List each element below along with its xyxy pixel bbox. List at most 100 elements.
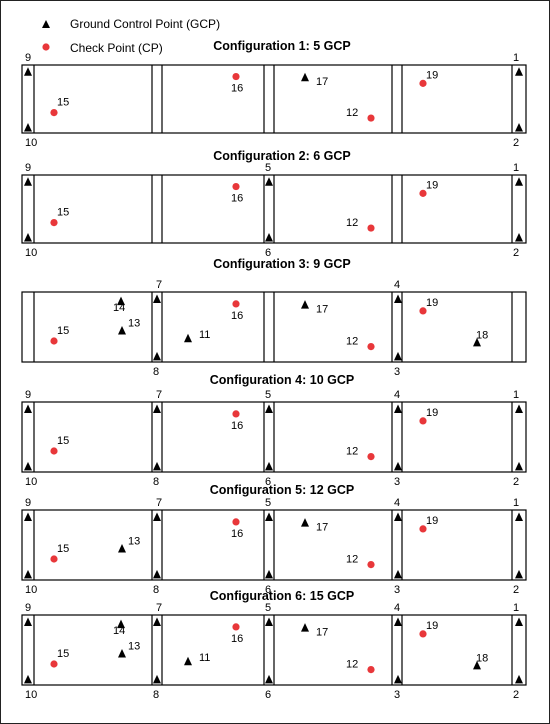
- config-6-gcp-8-triangle-icon: [153, 674, 161, 684]
- config-2-cp-19-label: 19: [426, 179, 438, 191]
- config-5-gcp-4-label: 4: [394, 497, 400, 509]
- config-4-gcp-10-triangle-icon: [24, 461, 32, 471]
- gcp-legend-label: Ground Control Point (GCP): [70, 17, 220, 31]
- config-6-gcp-9-label: 9: [25, 602, 31, 614]
- config-6-gcp-6-label: 6: [265, 689, 271, 701]
- config-4-gcp-4-label: 4: [394, 389, 400, 401]
- config-5-gcp-1-triangle-icon: [515, 512, 523, 521]
- config-3-gcp-8-label: 8: [153, 366, 159, 378]
- config-6-gcp-13-label: 13: [128, 641, 140, 653]
- config-6-gcp-6-triangle-icon: [265, 674, 273, 684]
- config-6-cp-16-label: 16: [231, 633, 243, 645]
- config-4-gcp-1-label: 1: [513, 389, 519, 401]
- config-3-gcp-17-triangle-icon: [301, 300, 309, 309]
- config-6-gcp-4-triangle-icon: [394, 617, 402, 626]
- config-5-gcp-6-triangle-icon: [265, 569, 273, 579]
- config-1-cp-12-label: 12: [346, 107, 358, 119]
- config-1-cp-15-label: 15: [57, 97, 69, 109]
- config-2-gcp-2-triangle-icon: [515, 233, 523, 242]
- config-4-title: Configuration 4: 10 GCP: [210, 373, 354, 387]
- config-3-gcp-3-triangle-icon: [394, 351, 402, 361]
- config-2-gcp-6-label: 6: [265, 247, 271, 259]
- config-4-gcp-8-label: 8: [153, 476, 159, 488]
- config-6-cp-19-label: 19: [426, 620, 438, 632]
- config-5-gcp-4-triangle-icon: [394, 512, 402, 521]
- config-4-cp-12-circle-icon: [367, 453, 375, 461]
- config-6-gcp-14-triangle-icon: [117, 619, 125, 629]
- config-2-gcp-6-triangle-icon: [265, 233, 273, 242]
- config-6-gcp-11-label: 11: [199, 652, 210, 664]
- config-1-gcp-2-triangle-icon: [515, 123, 523, 132]
- config-3-cp-12-label: 12: [346, 336, 358, 348]
- config-4-cp-12-label: 12: [346, 446, 358, 458]
- config-5-cp-16-circle-icon: [232, 518, 240, 526]
- config-2-gcp-9-triangle-icon: [24, 177, 32, 186]
- config-5-gcp-13-triangle-icon: [118, 544, 126, 553]
- config-2-gcp-2-label: 2: [513, 247, 519, 259]
- config-6-gcp-11-triangle-icon: [184, 656, 192, 666]
- config-6-gcp-5-label: 5: [265, 602, 271, 614]
- config-6-gcp-3-triangle-icon: [394, 674, 402, 684]
- config-3-gcp-17-label: 17: [316, 304, 328, 316]
- config-3-gcp-8-triangle-icon: [153, 351, 161, 361]
- cp-legend-label: Check Point (CP): [70, 41, 163, 55]
- config-6-gcp-17-label: 17: [316, 627, 328, 639]
- config-3-gcp-11-triangle-icon: [184, 333, 192, 343]
- config-5-gcp-3-label: 3: [394, 584, 400, 596]
- config-5-cp-19-circle-icon: [419, 525, 427, 533]
- config-6-gcp-13-triangle-icon: [118, 649, 126, 658]
- config-1-gcp-9-triangle-icon: [24, 67, 32, 76]
- config-3-gcp-13-triangle-icon: [118, 326, 126, 335]
- config-2-gcp-1-triangle-icon: [515, 177, 523, 186]
- config-6-gcp-10-triangle-icon: [24, 674, 32, 684]
- config-2-title: Configuration 2: 6 GCP: [213, 149, 351, 163]
- config-4-gcp-7-triangle-icon: [153, 404, 161, 413]
- config-6-gcp-17-triangle-icon: [301, 623, 309, 632]
- config-6-gcp-9-triangle-icon: [24, 617, 32, 626]
- config-4-gcp-6-label: 6: [265, 476, 271, 488]
- config-5-gcp-3-triangle-icon: [394, 569, 402, 579]
- config-6-gcp-1-triangle-icon: [515, 617, 523, 626]
- config-2-cp-12-label: 12: [346, 217, 358, 229]
- config-4-gcp-1-triangle-icon: [515, 404, 523, 413]
- config-5-cp-15-label: 15: [57, 543, 69, 555]
- config-3-gcp-7-triangle-icon: [153, 294, 161, 303]
- config-1-gcp-2-label: 2: [513, 137, 519, 149]
- config-5-gcp-9-label: 9: [25, 497, 31, 509]
- config-5-gcp-1-label: 1: [513, 497, 519, 509]
- config-1-gcp-9-label: 9: [25, 52, 31, 64]
- cp-legend-circle-icon: [42, 43, 50, 51]
- config-6-cp-12-label: 12: [346, 659, 358, 671]
- config-2-cp-16-circle-icon: [232, 182, 240, 191]
- config-2-gcp-9-label: 9: [25, 162, 31, 174]
- config-4-gcp-3-label: 3: [394, 476, 400, 488]
- config-5-gcp-6-label: 6: [265, 584, 271, 596]
- config-4-gcp-3-triangle-icon: [394, 461, 402, 471]
- config-6-gcp-18-label: 18: [476, 652, 488, 664]
- config-4-gcp-4-triangle-icon: [394, 404, 402, 413]
- config-6-gcp-2-label: 2: [513, 689, 519, 701]
- config-2-gcp-10-triangle-icon: [24, 233, 32, 242]
- config-1-gcp-17-label: 17: [316, 76, 328, 88]
- config-6-cp-16-circle-icon: [232, 623, 240, 631]
- config-3-gcp-14-label: 14: [113, 302, 125, 314]
- config-5-gcp-2-label: 2: [513, 584, 519, 596]
- config-1-cp-12-circle-icon: [367, 114, 375, 122]
- config-5-gcp-8-label: 8: [153, 584, 159, 596]
- config-2-gcp-5-label: 5: [265, 162, 271, 174]
- config-5-gcp-5-triangle-icon: [265, 512, 273, 521]
- config-3-cp-19-label: 19: [426, 297, 438, 309]
- config-1-title: Configuration 1: 5 GCP: [213, 39, 351, 53]
- config-5-gcp-10-triangle-icon: [24, 569, 32, 579]
- config-6-cp-12-circle-icon: [367, 666, 375, 674]
- config-1-cp-19-label: 19: [426, 69, 438, 81]
- config-4-gcp-6-triangle-icon: [265, 461, 273, 471]
- config-3-cp-15-circle-icon: [50, 337, 58, 345]
- config-1-gcp-10-triangle-icon: [24, 123, 32, 132]
- config-5-gcp-7-label: 7: [156, 497, 162, 509]
- config-3-cp-19-circle-icon: [419, 307, 427, 315]
- config-6-cp-19-circle-icon: [419, 630, 427, 638]
- config-4-cp-16-circle-icon: [232, 410, 240, 418]
- config-4-cp-19-label: 19: [426, 407, 438, 419]
